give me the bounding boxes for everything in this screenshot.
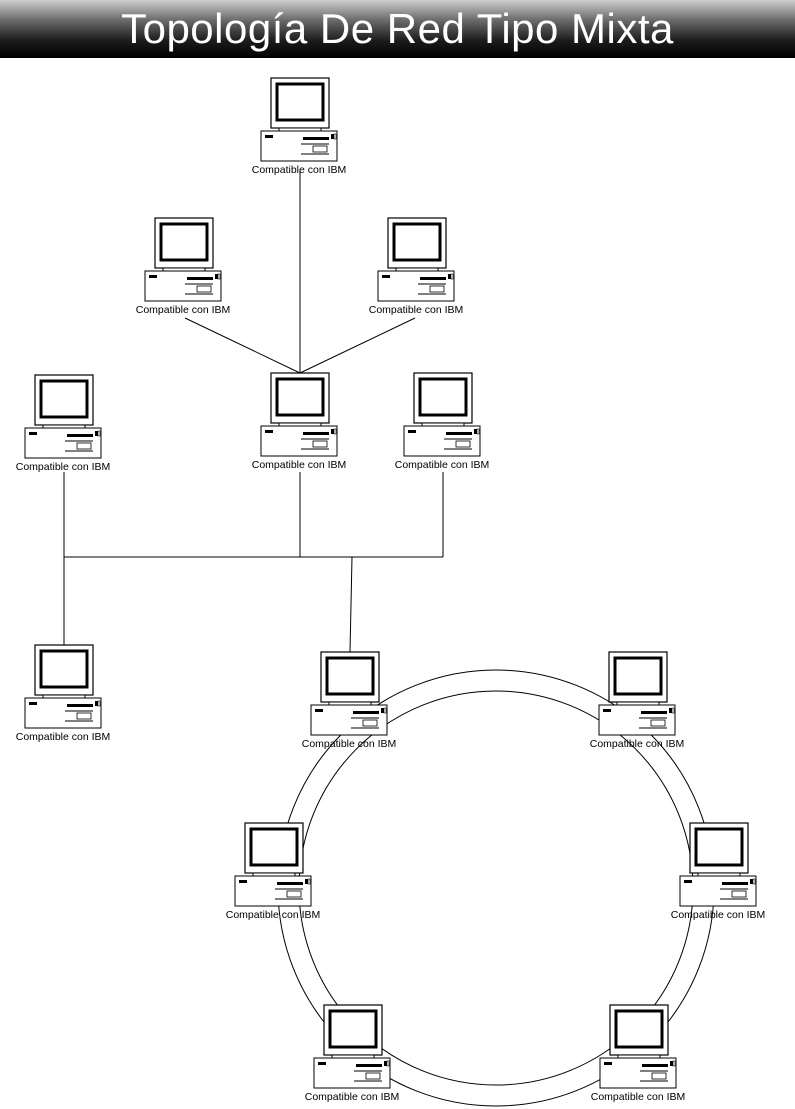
computer-node[interactable]: Compatible con IBM <box>591 1004 686 1103</box>
computer-label: Compatible con IBM <box>16 731 111 743</box>
computer-label: Compatible con IBM <box>671 909 766 921</box>
cable-bus-n8 <box>349 556 353 653</box>
desktop-computer-icon <box>599 1004 677 1089</box>
desktop-computer-icon <box>260 77 338 162</box>
desktop-computer-icon <box>144 217 222 302</box>
computer-label: Compatible con IBM <box>369 304 464 316</box>
desktop-computer-icon <box>24 374 102 459</box>
computer-node[interactable]: Compatible con IBM <box>252 77 347 176</box>
computer-label: Compatible con IBM <box>16 461 111 473</box>
desktop-computer-icon <box>598 651 676 736</box>
computer-node[interactable]: Compatible con IBM <box>395 372 490 471</box>
computer-node[interactable]: Compatible con IBM <box>671 822 766 921</box>
desktop-computer-icon <box>403 372 481 457</box>
computer-node[interactable]: Compatible con IBM <box>590 651 685 750</box>
cable-n2-n5 <box>184 317 301 374</box>
computer-node[interactable]: Compatible con IBM <box>16 644 111 743</box>
desktop-computer-icon <box>234 822 312 907</box>
computer-label: Compatible con IBM <box>591 1091 686 1103</box>
node-layer: Compatible con IBM Compatible con IBM Comp… <box>16 77 766 1103</box>
desktop-computer-icon <box>313 1004 391 1089</box>
connections <box>63 170 444 653</box>
desktop-computer-icon <box>310 651 388 736</box>
desktop-computer-icon <box>679 822 757 907</box>
computer-label: Compatible con IBM <box>252 459 347 471</box>
computer-label: Compatible con IBM <box>305 1091 400 1103</box>
computer-label: Compatible con IBM <box>590 738 685 750</box>
title-bar: Topología De Red Tipo Mixta <box>0 0 795 58</box>
computer-label: Compatible con IBM <box>226 909 321 921</box>
computer-node[interactable]: Compatible con IBM <box>302 651 397 750</box>
desktop-computer-icon <box>377 217 455 302</box>
cable-n3-n5 <box>299 317 416 374</box>
computer-node[interactable]: Compatible con IBM <box>226 822 321 921</box>
computer-node[interactable]: Compatible con IBM <box>369 217 464 316</box>
diagram-title: Topología De Red Tipo Mixta <box>121 5 674 52</box>
computer-node[interactable]: Compatible con IBM <box>136 217 231 316</box>
computer-node[interactable]: Compatible con IBM <box>252 372 347 471</box>
computer-label: Compatible con IBM <box>252 164 347 176</box>
computer-label: Compatible con IBM <box>302 738 397 750</box>
desktop-computer-icon <box>24 644 102 729</box>
computer-label: Compatible con IBM <box>136 304 231 316</box>
computer-node[interactable]: Compatible con IBM <box>305 1004 400 1103</box>
desktop-computer-icon <box>260 372 338 457</box>
computer-label: Compatible con IBM <box>395 459 490 471</box>
computer-node[interactable]: Compatible con IBM <box>16 374 111 473</box>
